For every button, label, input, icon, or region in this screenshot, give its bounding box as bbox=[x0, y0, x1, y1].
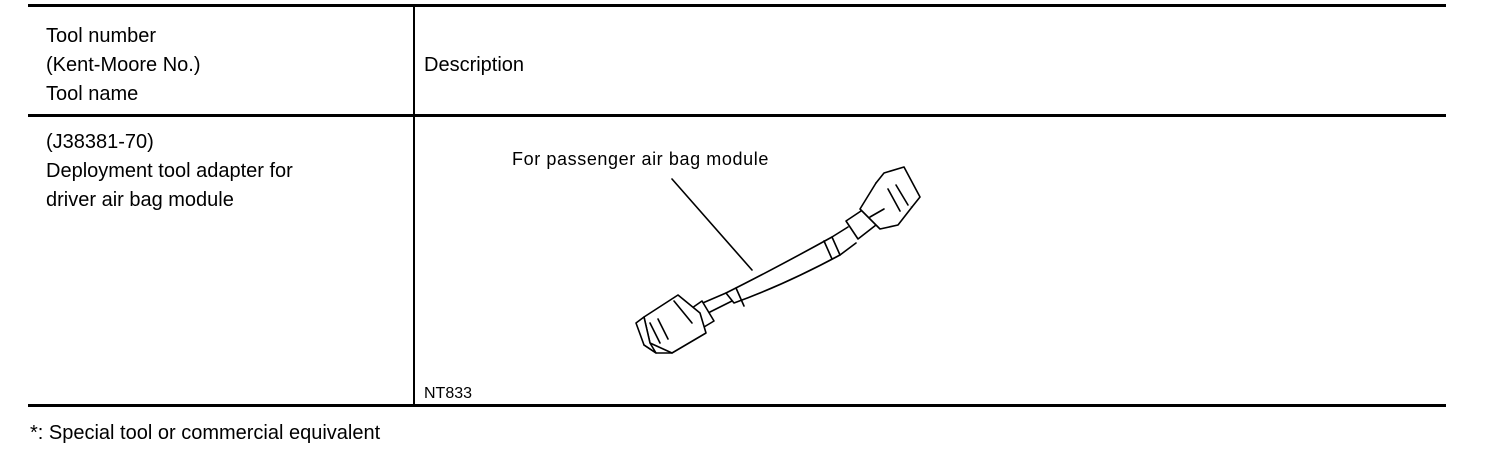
right-connector bbox=[845, 166, 921, 240]
cable-sleeve bbox=[725, 236, 841, 304]
figure-code: NT833 bbox=[424, 385, 473, 402]
header-tool-name: Tool name bbox=[46, 83, 139, 105]
cable-thin-right-lower bbox=[839, 242, 857, 256]
header-kent-moore-number: (Kent-Moore No.) bbox=[46, 54, 201, 76]
harness-adapter-connector-icon bbox=[635, 166, 921, 354]
tool-cell: (J38381-70) Deployment tool adapter for … bbox=[46, 128, 293, 215]
left-connector bbox=[635, 294, 715, 354]
tool-number: (J38381-70) bbox=[46, 131, 154, 153]
sleeve-band-2 bbox=[823, 240, 833, 260]
tool-name-line-2: driver air bag module bbox=[46, 189, 234, 211]
footnote: *: Special tool or commercial equivalent bbox=[30, 422, 381, 444]
callout-leader-line bbox=[671, 178, 753, 271]
cable-thin-right bbox=[831, 226, 849, 238]
header-row-divider bbox=[28, 114, 1446, 117]
tool-name-line-1: Deployment tool adapter for bbox=[46, 160, 293, 182]
sleeve-band-1 bbox=[735, 287, 745, 307]
header-tool-number: Tool number bbox=[46, 25, 157, 47]
callout-label: For passenger air bag module bbox=[512, 149, 769, 169]
column-divider bbox=[413, 7, 415, 404]
header-tool-column: Tool number (Kent-Moore No.) Tool name bbox=[46, 22, 201, 109]
special-tools-table: Tool number (Kent-Moore No.) Tool name D… bbox=[28, 4, 1446, 407]
header-description: Description bbox=[424, 54, 525, 76]
